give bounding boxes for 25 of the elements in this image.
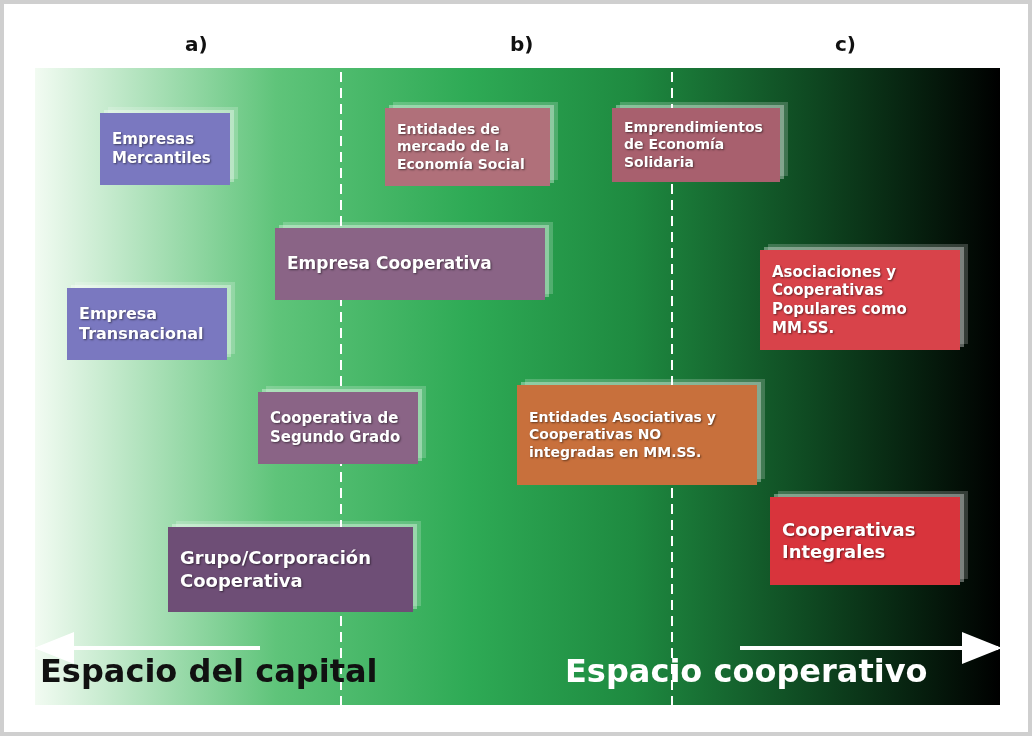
stacked-box — [385, 108, 550, 186]
stacked-box — [760, 250, 960, 350]
stacked-box — [275, 228, 545, 300]
column-heading: c) — [835, 32, 856, 56]
stacked-box — [517, 385, 757, 485]
stacked-box — [100, 113, 230, 185]
box-label: Cooperativas Integrales — [782, 518, 917, 564]
stacked-box — [168, 527, 413, 612]
box-label: Empresas Mercantiles — [112, 130, 212, 168]
axis-caption: Espacio cooperativo — [565, 652, 928, 690]
box-label: Empresa Transnacional — [79, 304, 205, 344]
box-label: Grupo/Corporación Cooperativa — [180, 547, 373, 592]
column-heading: a) — [185, 32, 208, 56]
box-label: Entidades Asociativas y Cooperativas NO integradas en MM.SS. — [529, 408, 717, 462]
stacked-box — [612, 108, 780, 182]
box-label: Empresa Cooperativa — [287, 253, 492, 275]
box-label: Cooperativa de Segundo Grado — [270, 409, 402, 447]
stacked-box — [258, 392, 418, 464]
stacked-box — [67, 288, 227, 360]
box-label: Emprendimientos de Economía Solidaria — [624, 118, 764, 172]
stacked-box — [770, 497, 960, 585]
axis-caption: Espacio del capital — [40, 652, 378, 690]
box-label: Entidades de mercado de la Economía Social — [397, 120, 526, 174]
box-label: Asociaciones y Cooperativas Populares como MM.SS. — [772, 262, 908, 338]
column-heading: b) — [510, 32, 534, 56]
